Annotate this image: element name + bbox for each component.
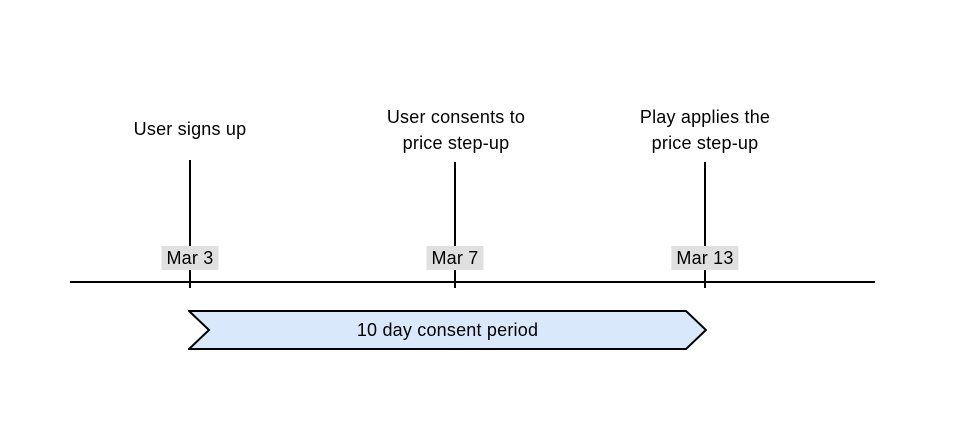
event-1-date-badge: Mar 3 <box>161 246 219 270</box>
event-3-tick <box>704 162 706 288</box>
consent-period-label: 10 day consent period <box>356 319 539 340</box>
consent-period-banner: 10 day consent period <box>188 310 707 350</box>
event-2-label: User consents to price step-up <box>386 107 526 153</box>
consent-period-arrow-shape <box>188 310 707 350</box>
timeline-axis-line <box>70 281 875 283</box>
event-1-tick <box>189 160 191 288</box>
event-2-tick <box>454 162 456 288</box>
event-3-label: Play applies the price step-up <box>639 107 771 153</box>
event-1-label: User signs up <box>133 119 247 139</box>
event-2-date-badge: Mar 7 <box>426 246 484 270</box>
event-3-date-badge: Mar 13 <box>671 246 739 270</box>
